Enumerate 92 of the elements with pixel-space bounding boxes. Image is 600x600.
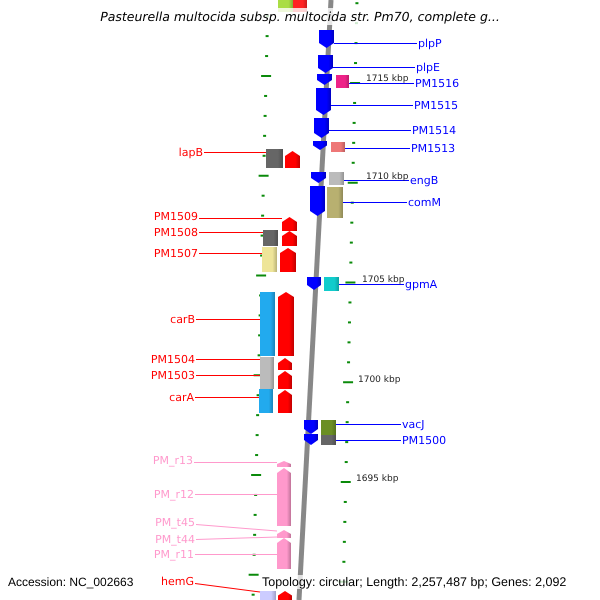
gene-feature <box>313 141 327 150</box>
gene-feature <box>331 142 345 152</box>
gene-label: PM1508 <box>154 226 198 239</box>
position-label: 1710 kbp <box>366 172 408 182</box>
leader-line <box>204 152 266 153</box>
gene-feature <box>314 118 329 138</box>
gene-feature <box>311 172 326 183</box>
leader-line <box>198 253 262 254</box>
leader-line <box>196 375 260 376</box>
leader-line <box>196 524 278 532</box>
gene-feature <box>278 390 292 413</box>
gene-label: plpP <box>418 37 442 50</box>
genome-summary: Topology: circular; Length: 2,257,487 bp; Genes: 2,092 <box>262 575 566 589</box>
leader-line <box>328 130 412 131</box>
gene-feature <box>321 435 336 445</box>
gene-label: PM1514 <box>412 124 456 137</box>
gene-label: PM1503 <box>150 369 195 382</box>
gene-feature <box>336 75 349 88</box>
leader-line <box>194 583 260 592</box>
position-label: 1705 kbp <box>362 275 404 285</box>
leader-line <box>194 397 260 398</box>
gene-label: PM_r13 <box>152 454 193 467</box>
gene-feature <box>329 172 344 185</box>
gene-feature <box>263 230 278 246</box>
gene-label: lapB <box>178 146 203 159</box>
leader-line <box>194 554 278 555</box>
gene-feature <box>260 591 276 600</box>
gene-feature <box>327 187 343 218</box>
leader-line <box>198 218 282 219</box>
gene-feature <box>282 231 297 246</box>
gene-feature <box>260 370 274 389</box>
gene-feature <box>278 591 292 600</box>
gene-feature <box>280 248 296 272</box>
gene-feature <box>278 358 292 370</box>
gene-feature <box>304 420 318 434</box>
position-label: 1715 kbp <box>366 74 408 84</box>
gene-label: PM_r11 <box>154 548 194 561</box>
leader-line <box>344 180 410 181</box>
gene-label: carA <box>169 391 194 404</box>
gene-feature <box>266 149 283 168</box>
gene-label: hemG <box>161 575 194 588</box>
gene-label: PM1507 <box>154 247 198 260</box>
accession-label: Accession: NC_002663 <box>8 575 134 589</box>
leader-line <box>194 494 278 495</box>
leader-line <box>336 440 402 441</box>
gene-label: plpE <box>416 61 440 74</box>
gene-feature <box>324 277 339 291</box>
leader-line <box>348 83 414 84</box>
leader-line <box>344 148 410 149</box>
gene-label: PM1504 <box>150 353 195 366</box>
gene-feature <box>262 247 277 272</box>
leader-line <box>196 359 260 360</box>
leader-line <box>336 424 402 425</box>
gene-feature <box>260 357 274 370</box>
gene-feature <box>285 151 300 168</box>
gene-feature <box>321 420 336 435</box>
gene-feature <box>278 371 292 389</box>
gene-label: PM1509 <box>154 210 198 223</box>
gene-label: carB <box>170 313 195 326</box>
gene-feature <box>278 292 294 356</box>
position-label: 1695 kbp <box>356 474 398 484</box>
gene-feature <box>260 292 275 356</box>
leader-line <box>334 43 418 44</box>
leader-line <box>196 536 278 540</box>
gene-feature <box>316 88 331 115</box>
gene-feature <box>304 434 318 445</box>
leader-line <box>194 462 278 463</box>
gene-label: PM_t45 <box>155 516 195 529</box>
gene-feature <box>282 217 297 231</box>
leader-line <box>342 202 408 203</box>
gene-label: gpmA <box>405 278 438 291</box>
gene-feature <box>259 389 273 413</box>
position-label: 1700 kbp <box>358 375 400 385</box>
gene-feature <box>319 30 334 48</box>
leader-line <box>338 284 404 285</box>
gene-label: PM1516 <box>415 77 460 90</box>
gene-label: vacJ <box>402 418 425 431</box>
leader-line <box>196 319 260 320</box>
gene-feature <box>310 186 325 216</box>
gene-label: PM_r12 <box>154 488 194 501</box>
gene-label: comM <box>408 196 441 209</box>
leader-line <box>198 232 264 233</box>
gene-label: PM1513 <box>411 142 456 155</box>
gene-feature <box>317 74 332 85</box>
gene-label: PM1515 <box>414 99 458 112</box>
gene-label: PM1500 <box>402 434 446 447</box>
leader-line <box>330 105 414 106</box>
gene-label: PM_t44 <box>155 533 195 546</box>
gene-label: engB <box>410 174 438 187</box>
gene-feature <box>307 277 321 290</box>
leader-line <box>332 67 416 68</box>
gene-feature <box>318 55 333 73</box>
